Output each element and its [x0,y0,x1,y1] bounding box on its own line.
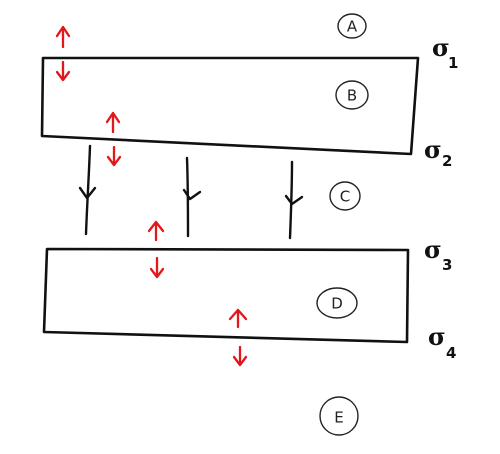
field-line-middle [182,156,202,238]
svg-text:A: A [347,18,358,36]
svg-text:σ: σ [424,135,442,164]
red-arrow-pair-lower-plate-top [147,220,165,279]
red-arrow-pair-upper-plate-bottom [105,111,122,167]
upper-plate [40,56,420,156]
field-line-right [284,160,304,240]
svg-text:σ: σ [428,322,446,351]
region-label-a: A [337,13,367,39]
svg-text:E: E [334,409,343,427]
region-label-e: E [319,396,359,436]
svg-text:1: 1 [448,54,458,72]
sigma-2-label: σ 2 [424,135,452,170]
svg-text:B: B [347,87,357,105]
sigma-1-label: σ 1 [432,33,458,72]
svg-text:D: D [331,295,343,313]
lower-plate [42,247,410,344]
sigma-3-label: σ 3 [424,235,452,274]
svg-text:3: 3 [442,256,452,274]
field-line-left [78,144,97,236]
red-arrow-pair-top-left [55,25,71,82]
region-label-d: D [316,287,358,319]
sigma-4-label: σ 4 [428,322,456,362]
svg-text:2: 2 [442,152,452,170]
svg-text:C: C [340,188,350,206]
region-label-b: B [335,80,369,110]
red-arrow-pair-lower-plate-bottom [228,308,248,367]
svg-text:4: 4 [446,344,456,362]
svg-text:σ: σ [424,235,442,264]
svg-text:σ: σ [432,33,450,62]
region-label-c: C [329,181,361,211]
